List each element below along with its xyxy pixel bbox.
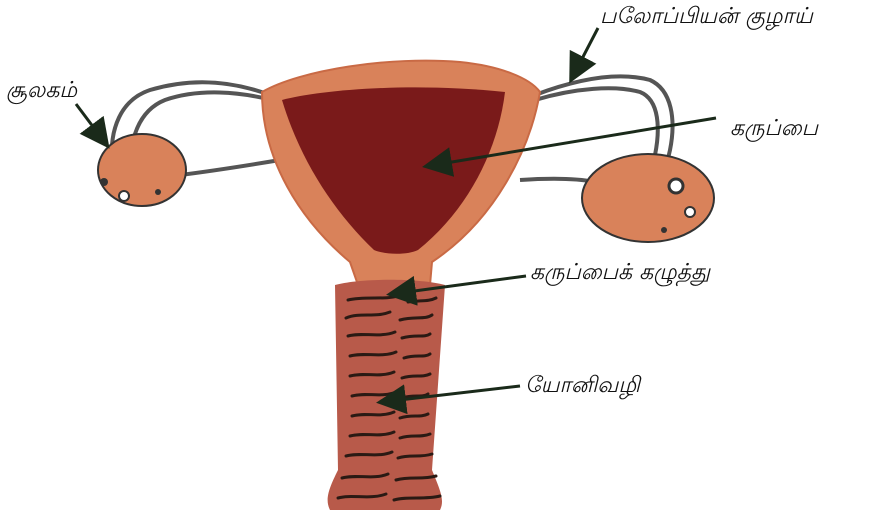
uterus	[262, 61, 540, 285]
ovary-right	[582, 154, 714, 242]
arrow-fallopian-tube	[572, 28, 598, 78]
label-uterus: கருப்பை	[730, 118, 818, 140]
ovary-left	[98, 134, 186, 206]
label-cervix: கருப்பைக் கழுத்து	[530, 262, 710, 284]
label-ovary: சூலகம்	[6, 80, 77, 102]
label-vagina: யோனிவழி	[525, 375, 640, 397]
arrow-ovary	[76, 104, 106, 144]
label-fallopian-tube: பலோப்பியன் குழாய்	[600, 6, 813, 28]
vagina-canal	[328, 280, 445, 510]
